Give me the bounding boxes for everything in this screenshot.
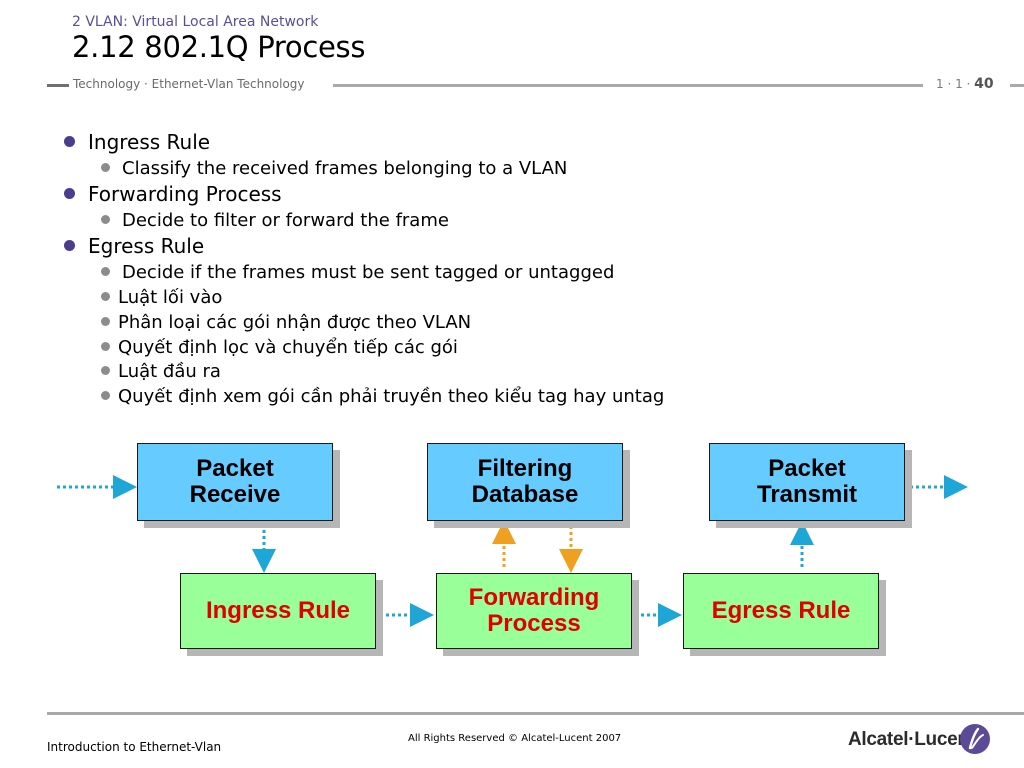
alcatel-lucent-logo-text: Alcatel·Lucent [848,729,975,750]
bullet-icon [101,267,110,276]
bullet-icon [101,292,110,301]
bullet-icon [101,366,110,375]
bullet-icon [101,215,110,224]
filtering-database-line1: Filtering [477,455,573,483]
header-subtitle: Technology · Ethernet-Vlan Technology [73,77,305,91]
page-title: 2.12 802.1Q Process [72,30,366,64]
egress-rule-box: Egress Rule [683,573,879,649]
bullet-text: Quyết định xem gói cần phải truyền theo … [118,386,665,407]
bullet-level2: Classify the received frames belonging t… [101,158,567,179]
footer-course-title: Introduction to Ethernet-Vlan [47,740,222,754]
bullet-text: Decide if the frames must be sent tagged… [122,262,615,283]
bullet-text: Luật lối vào [118,287,223,308]
packet-receive-line2: Receive [189,481,281,508]
bullet-icon [101,317,110,326]
header-divider [333,84,923,87]
packet-receive-line1: Packet [196,455,274,483]
filtering-database-line2: Database [471,481,579,508]
bullet-text: Classify the received frames belonging t… [122,158,568,179]
footer-copyright: All Rights Reserved © Alcatel-Lucent 200… [408,733,622,744]
header-divider-left [47,84,69,87]
bullet-text: Luật đầu ra [118,361,221,382]
page-number-value: 40 [974,76,994,92]
bullet-level2: Phân loại các gói nhận được theo VLAN [101,312,471,333]
bullet-level2: Luật đầu ra [101,361,221,382]
bullet-level2: Quyết định lọc và chuyển tiếp các gói [101,337,458,358]
packet-transmit-line2: Transmit [756,481,858,508]
bullet-level2: Decide if the frames must be sent tagged… [101,262,614,283]
bullet-text: Egress Rule [88,234,205,258]
ingress-rule-label: Ingress Rule [205,597,351,625]
page-number: 1 · 1 · 40 [936,76,994,92]
bullet-level1: Egress Rule [64,234,204,258]
bullet-text: Forwarding Process [88,182,282,206]
egress-rule-label: Egress Rule [711,597,851,625]
bullet-icon [101,391,110,400]
bullet-level1: Ingress Rule [64,130,210,154]
bullet-text: Phân loại các gói nhận được theo VLAN [118,312,472,333]
bullet-level1: Forwarding Process [64,182,282,206]
ingress-rule-box: Ingress Rule [180,573,376,649]
bullet-icon [64,240,75,251]
forwarding-process-line2: Process [487,610,581,637]
packet-transmit-line1: Packet [768,455,846,483]
section-supertitle: 2 VLAN: Virtual Local Area Network [72,14,319,30]
header-divider-right [1010,84,1024,87]
alcatel-lucent-logo-icon [960,724,990,754]
footer-divider [47,712,1024,715]
bullet-level2: Decide to filter or forward the frame [101,210,449,231]
bullet-level2: Quyết định xem gói cần phải truyền theo … [101,386,664,407]
bullet-text: Decide to filter or forward the frame [122,210,449,231]
bullet-icon [101,342,110,351]
bullet-icon [101,163,110,172]
forwarding-process-line1: Forwarding [468,584,600,612]
page-number-prefix: 1 · 1 · [936,77,975,91]
bullet-icon [64,136,75,147]
bullet-text: Quyết định lọc và chuyển tiếp các gói [118,337,458,358]
bullet-icon [64,188,75,199]
bullet-level2: Luật lối vào [101,287,222,308]
bullet-text: Ingress Rule [88,130,211,154]
